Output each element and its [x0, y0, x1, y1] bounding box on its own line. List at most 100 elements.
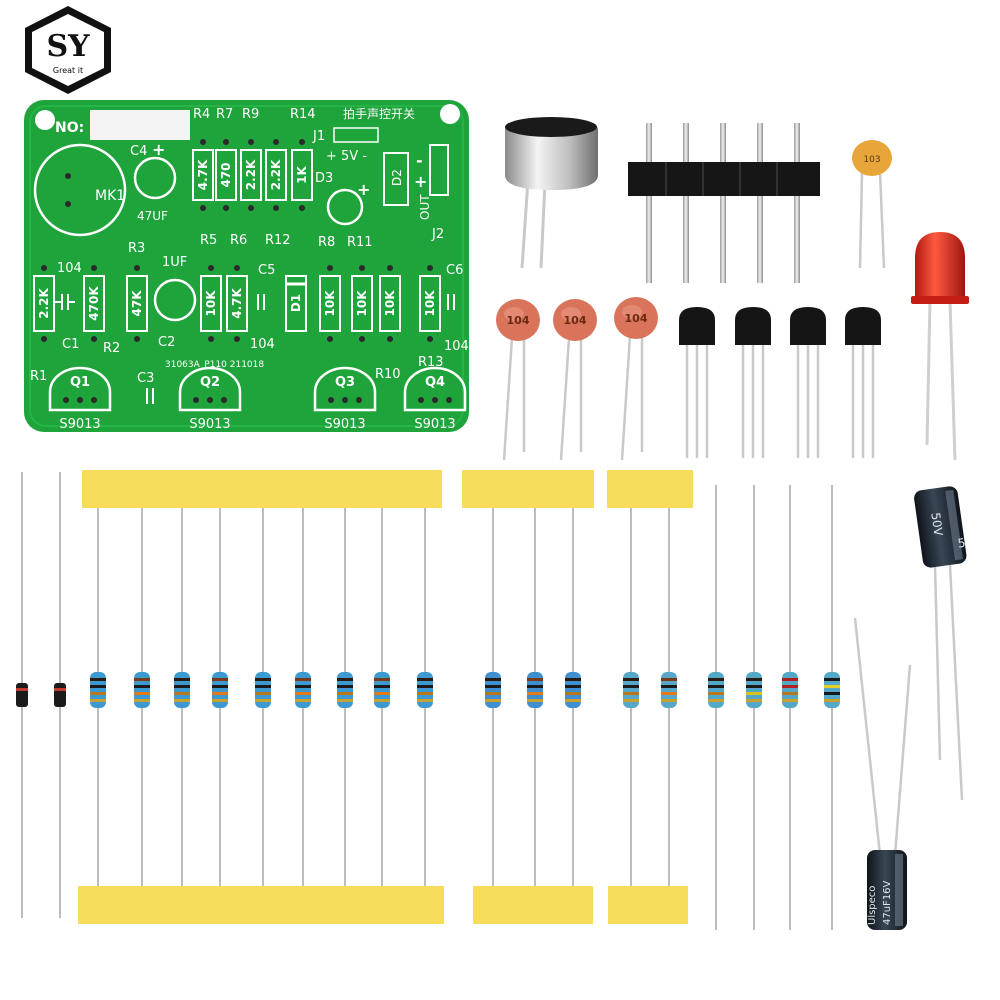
tape-strip — [82, 470, 442, 508]
ceramic-capacitor: 104 — [614, 297, 658, 461]
ceramic-capacitor-103: 103 — [852, 140, 892, 269]
silk-label: S9013 — [59, 417, 100, 432]
resistor-value: 10K — [204, 290, 218, 317]
logo-hexagon-inner — [32, 14, 104, 86]
silk-label: R7 — [216, 107, 233, 122]
cap-label: 104 — [564, 314, 587, 327]
silk-label: C2 — [158, 335, 175, 350]
silk-label: 1UF — [162, 255, 187, 270]
electrolytic-capacitor-50v: 50V 5 — [914, 486, 967, 801]
silk-label: R5 — [200, 233, 217, 248]
axial-resistor — [661, 490, 677, 900]
axial-resistor — [255, 490, 271, 900]
d1-footprint: D1 — [285, 275, 307, 332]
taped-components — [16, 470, 840, 930]
r-10k-c-footprint: 10K — [351, 265, 373, 342]
mount-hole — [35, 110, 55, 130]
silk-label: C4 — [130, 144, 147, 159]
resistor-value: 1K — [295, 165, 309, 183]
header-pin — [720, 123, 726, 283]
logo-tagline: Great it — [53, 66, 83, 75]
cap-label: 47uF16V — [882, 880, 893, 925]
silk-label: R14 — [290, 107, 316, 122]
silk-label: Q3 — [335, 375, 355, 390]
resistor-value: 10K — [423, 290, 437, 317]
ceramic-capacitors-104: 104 104 104 — [496, 297, 658, 461]
logo-text: SY — [46, 29, 90, 64]
silk-label: C6 — [446, 263, 463, 278]
silk-label: S9013 — [324, 417, 365, 432]
silk-label: Q4 — [425, 375, 445, 390]
resistor-value: 4.7K — [230, 288, 244, 319]
axial-resistor — [295, 490, 311, 900]
resistor-value: 2.2K — [37, 288, 51, 319]
mic-footprint — [33, 143, 127, 237]
axial-resistor — [337, 490, 353, 900]
r-47k-footprint: 47K — [126, 265, 148, 342]
d2-footprint — [383, 152, 409, 206]
cap-label: Ulspeco — [867, 886, 878, 925]
cap-label: 5 — [957, 536, 967, 551]
ceramic-capacitor: 104 — [496, 299, 540, 461]
header-plastic — [628, 162, 820, 196]
header-pin — [794, 123, 800, 283]
transistor — [735, 307, 771, 458]
axial-resistor — [708, 485, 724, 930]
silk-label: Q2 — [200, 375, 220, 390]
r-2k2-left-footprint: 2.2K — [33, 265, 55, 342]
resistor-value: 2.2K — [269, 159, 283, 190]
silk-label: C5 — [258, 263, 275, 278]
axial-resistor — [527, 490, 543, 900]
axial-resistor — [174, 490, 190, 900]
cap-label: 103 — [863, 155, 880, 165]
r-4k7-top-footprint: 4.7K — [192, 139, 214, 211]
axial-resistor — [824, 485, 840, 930]
resistor-value: 470K — [87, 286, 101, 321]
pin-header — [628, 123, 820, 283]
silk-label: Q1 — [70, 375, 90, 390]
silk-label: 104 — [250, 337, 275, 352]
silk-label: MK1 — [95, 188, 125, 204]
bottom-resistor-row: 2.2K 470K 47K 10K 4.7K 10K 10K 10K 10K D1 — [33, 265, 441, 342]
transistor — [845, 307, 881, 458]
r-4k7-b-footprint: 4.7K — [226, 265, 248, 342]
silk-label: S9013 — [414, 417, 455, 432]
silk-label: D1 — [289, 294, 303, 312]
resistor-value: 2.2K — [244, 159, 258, 190]
resistor-value: 10K — [355, 290, 369, 317]
serial-number-box — [90, 110, 190, 140]
silk-label: D2 — [390, 169, 404, 186]
silk-label: R4 — [193, 107, 210, 122]
axial-resistor — [485, 490, 501, 900]
silk-label: R6 — [230, 233, 247, 248]
silk-label: D3 — [315, 171, 333, 186]
red-led — [911, 232, 969, 461]
electret-microphone — [505, 117, 598, 269]
resistor-value: 470 — [219, 162, 233, 187]
cap-label: 104 — [507, 314, 530, 327]
transistor — [790, 307, 826, 458]
resistor-value: 47K — [130, 290, 144, 317]
cap-symbols — [55, 294, 455, 404]
silk-label: J2 — [431, 227, 444, 242]
electrolytic-capacitor-47uf: Ulspeco 47uF16V — [853, 617, 912, 930]
axial-resistor — [746, 485, 762, 930]
silk-label: R10 — [375, 367, 401, 382]
axial-resistor — [623, 490, 639, 900]
r-10k-d-footprint: 10K — [379, 265, 401, 342]
power-label: + 5V - — [326, 149, 367, 164]
axial-resistor — [212, 490, 228, 900]
axial-resistor — [782, 485, 798, 930]
axial-resistor — [90, 490, 106, 900]
polarity-mark: + — [357, 180, 370, 199]
tape-strip — [607, 470, 693, 508]
r-10k-a-footprint: 10K — [200, 265, 222, 342]
r-2k2-top-b-footprint: 2.2K — [265, 139, 287, 211]
silk-label: 104 — [57, 261, 82, 276]
r-10k-e-footprint: 10K — [419, 265, 441, 342]
header-pin — [757, 123, 763, 283]
r-10k-b-footprint: 10K — [319, 265, 341, 342]
